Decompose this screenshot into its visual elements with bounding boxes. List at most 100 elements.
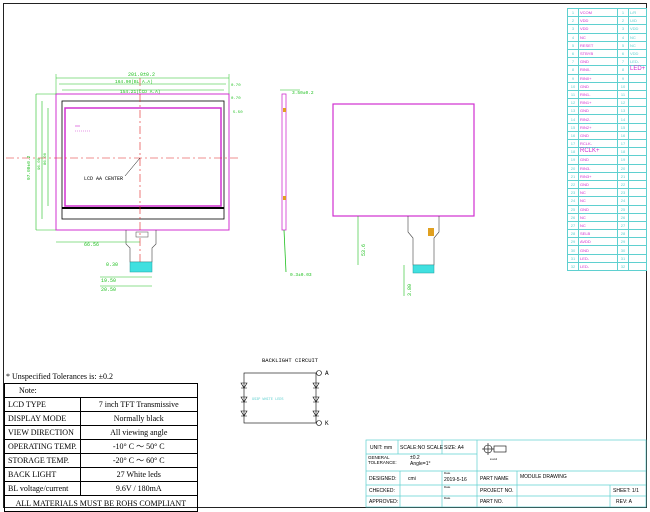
dim-fpc-offset: 66.56 (84, 242, 99, 248)
pin-signal: GND (578, 179, 618, 190)
side-dim-bottom: 0.3±0.03 (290, 272, 312, 278)
part-no-label: PART NO. (480, 499, 504, 505)
pin-signal: NC (578, 212, 618, 222)
pin-signal: NC (578, 188, 618, 198)
pin-signal-2 (627, 81, 648, 91)
pin-number: 24 (567, 196, 579, 206)
pin-signal-2 (627, 130, 648, 141)
pin-signal-2 (627, 155, 648, 165)
dim-fpc-a: 0.30 (106, 262, 118, 268)
pin-signal-2 (627, 179, 648, 190)
pin-signal-2 (627, 89, 648, 100)
dim-top-3: 154.21(LCD A.A) (120, 89, 161, 95)
title-block: UNIT: mm SCALE:NO SCALE SIZE: A4 GENERAL… (366, 440, 646, 507)
pin-number-2: 6 (617, 48, 629, 59)
pin-signal-2 (627, 253, 648, 263)
pin-signal: SELB (578, 229, 618, 239)
title-block-grid (365, 439, 647, 508)
side-dim-top: 3.50±0.2 (292, 90, 314, 96)
note-value: Normally black (79, 411, 198, 426)
note-value: -20° C ～ 60° C (79, 453, 198, 468)
rohs-note: ALL MATERIALS MUST BE ROHS COMPLIANT (4, 495, 198, 512)
pin-signal: VDD (578, 24, 618, 34)
sheet: SHEET: 1/1 (613, 488, 639, 494)
pin-number: 25 (567, 204, 579, 214)
back-fpc-contacts (412, 264, 435, 274)
revision: REV: A (616, 499, 632, 505)
pin-signal-2 (627, 106, 648, 116)
panel-outline (61, 100, 225, 220)
pin-number-2: 9 (617, 73, 629, 83)
pin-number: 7 (567, 57, 579, 67)
pin-number: 13 (567, 106, 579, 116)
pin-signal-2 (627, 188, 648, 198)
right-led-column (312, 382, 320, 417)
pin-number: 10 (567, 81, 579, 91)
pin-signal: GND (578, 245, 618, 255)
pin-signal-2 (627, 212, 648, 222)
pin-number-2: 30 (617, 245, 629, 255)
pin-signal: RIN1- (578, 89, 618, 100)
led-note: 9S3P WHITE LEDS (252, 398, 284, 402)
note-key: BACK LIGHT (4, 467, 81, 482)
pin-signal-2: VDD (627, 48, 648, 59)
dim-left: 97.00±0.2 (26, 155, 32, 180)
general-tolerance-label: GENERAL TOLERANCE: (368, 455, 397, 465)
side-view: 3.50±0.2 0.3±0.03 (280, 89, 314, 278)
note-key: VIEW DIRECTION (4, 425, 81, 440)
pin-signal: AVDD (578, 237, 618, 247)
date-label: Date (444, 471, 451, 475)
pin-number: 8 (567, 65, 579, 75)
pin-signal-2 (627, 245, 648, 255)
dim-left-3: 86.00 (44, 152, 48, 165)
pin-number-2: 31 (617, 253, 629, 263)
pin-number-2: 14 (617, 114, 629, 124)
pin-number-2: 12 (617, 98, 629, 108)
pin-number: 18 (567, 147, 579, 157)
note-key: OPERATING TEMP. (4, 439, 81, 454)
pin-signal-2 (627, 229, 648, 239)
pin-number: 19 (567, 155, 579, 165)
side-mark-1 (283, 108, 286, 112)
pin-signal-2 (627, 98, 648, 108)
pin-number-2: 19 (617, 155, 629, 165)
pin-number-2: 32 (617, 261, 629, 272)
anode-label: A (325, 370, 329, 377)
pin-number-2: 27 (617, 220, 629, 231)
backlight-circuit: BACKLIGHT CIRCUIT A K 9S3P WHITE LEDS (240, 357, 329, 427)
pin-signal: GND (578, 106, 618, 116)
pin-signal: GND (578, 130, 618, 141)
pin-signal-2 (627, 138, 648, 149)
backlight-loop (243, 372, 317, 424)
pin-number: 27 (567, 220, 579, 231)
pin-number: 31 (567, 253, 579, 263)
note-value: 27 White leds (79, 467, 198, 482)
pin-number-2: 21 (617, 171, 629, 181)
pin-number-2: 18 (617, 147, 629, 157)
pin-number-2: 4 (617, 32, 629, 42)
pin-signal: GND (578, 204, 618, 214)
pin-number: 6 (567, 48, 579, 59)
anode-terminal (316, 370, 322, 376)
pin-number: 16 (567, 130, 579, 141)
pin-number: 14 (567, 114, 579, 124)
size: SIZE: A4 (444, 445, 464, 451)
angle-tolerance: Angle=1° (410, 461, 431, 467)
pin-signal-2 (627, 261, 648, 272)
dim-right-a: 0.70 (231, 84, 241, 88)
pin-signal-2 (627, 114, 648, 124)
